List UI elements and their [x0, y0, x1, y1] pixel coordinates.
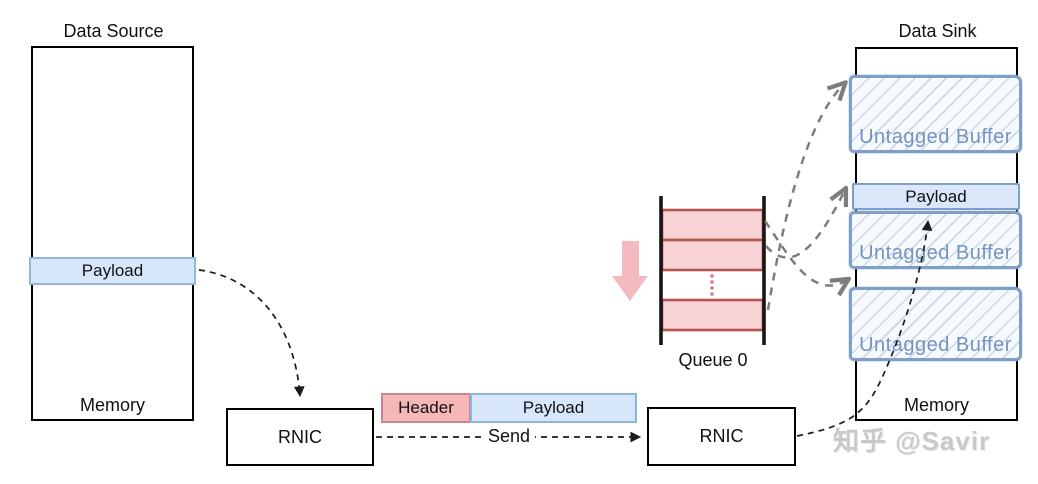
arrow-queue-to-buffer-3: [763, 220, 847, 286]
send-label: Send: [483, 426, 536, 447]
arrow-source-payload-to-rnic: [198, 269, 305, 398]
rnic-left-box: RNIC: [226, 408, 374, 466]
data-sink-payload: Payload: [852, 183, 1020, 210]
untagged-buffer-2-label: Untagged Buffer: [859, 242, 1012, 264]
untagged-buffer-1: Untagged Buffer: [849, 75, 1022, 153]
untagged-buffer-2: Untagged Buffer: [849, 211, 1022, 269]
watermark: 知乎 @Savir: [833, 426, 991, 456]
arrow-queue-to-buffer-1: [766, 84, 844, 311]
arrow-queue-to-payload-slot: [765, 190, 845, 259]
data-sink-title: Data Sink: [898, 21, 977, 41]
queue-label: Queue 0: [678, 350, 748, 370]
data-sink-memory-label: Memory: [903, 395, 969, 415]
untagged-buffer-3-label: Untagged Buffer: [859, 334, 1012, 356]
data-source-payload: Payload: [29, 257, 196, 285]
packet-header: Header: [381, 393, 471, 423]
untagged-buffer-1-label: Untagged Buffer: [859, 126, 1012, 148]
packet-payload: Payload: [470, 393, 637, 423]
rnic-right-box: RNIC: [647, 407, 796, 466]
data-source-title: Data Source: [63, 21, 164, 41]
data-source-memory-label: Memory: [79, 395, 145, 415]
untagged-buffer-3: Untagged Buffer: [849, 287, 1022, 361]
queue-ellipsis-dots: [710, 274, 714, 296]
data-source-memory-box: [31, 46, 194, 421]
queue-direction-down-icon: [612, 241, 648, 301]
queue-structure: [659, 196, 766, 345]
